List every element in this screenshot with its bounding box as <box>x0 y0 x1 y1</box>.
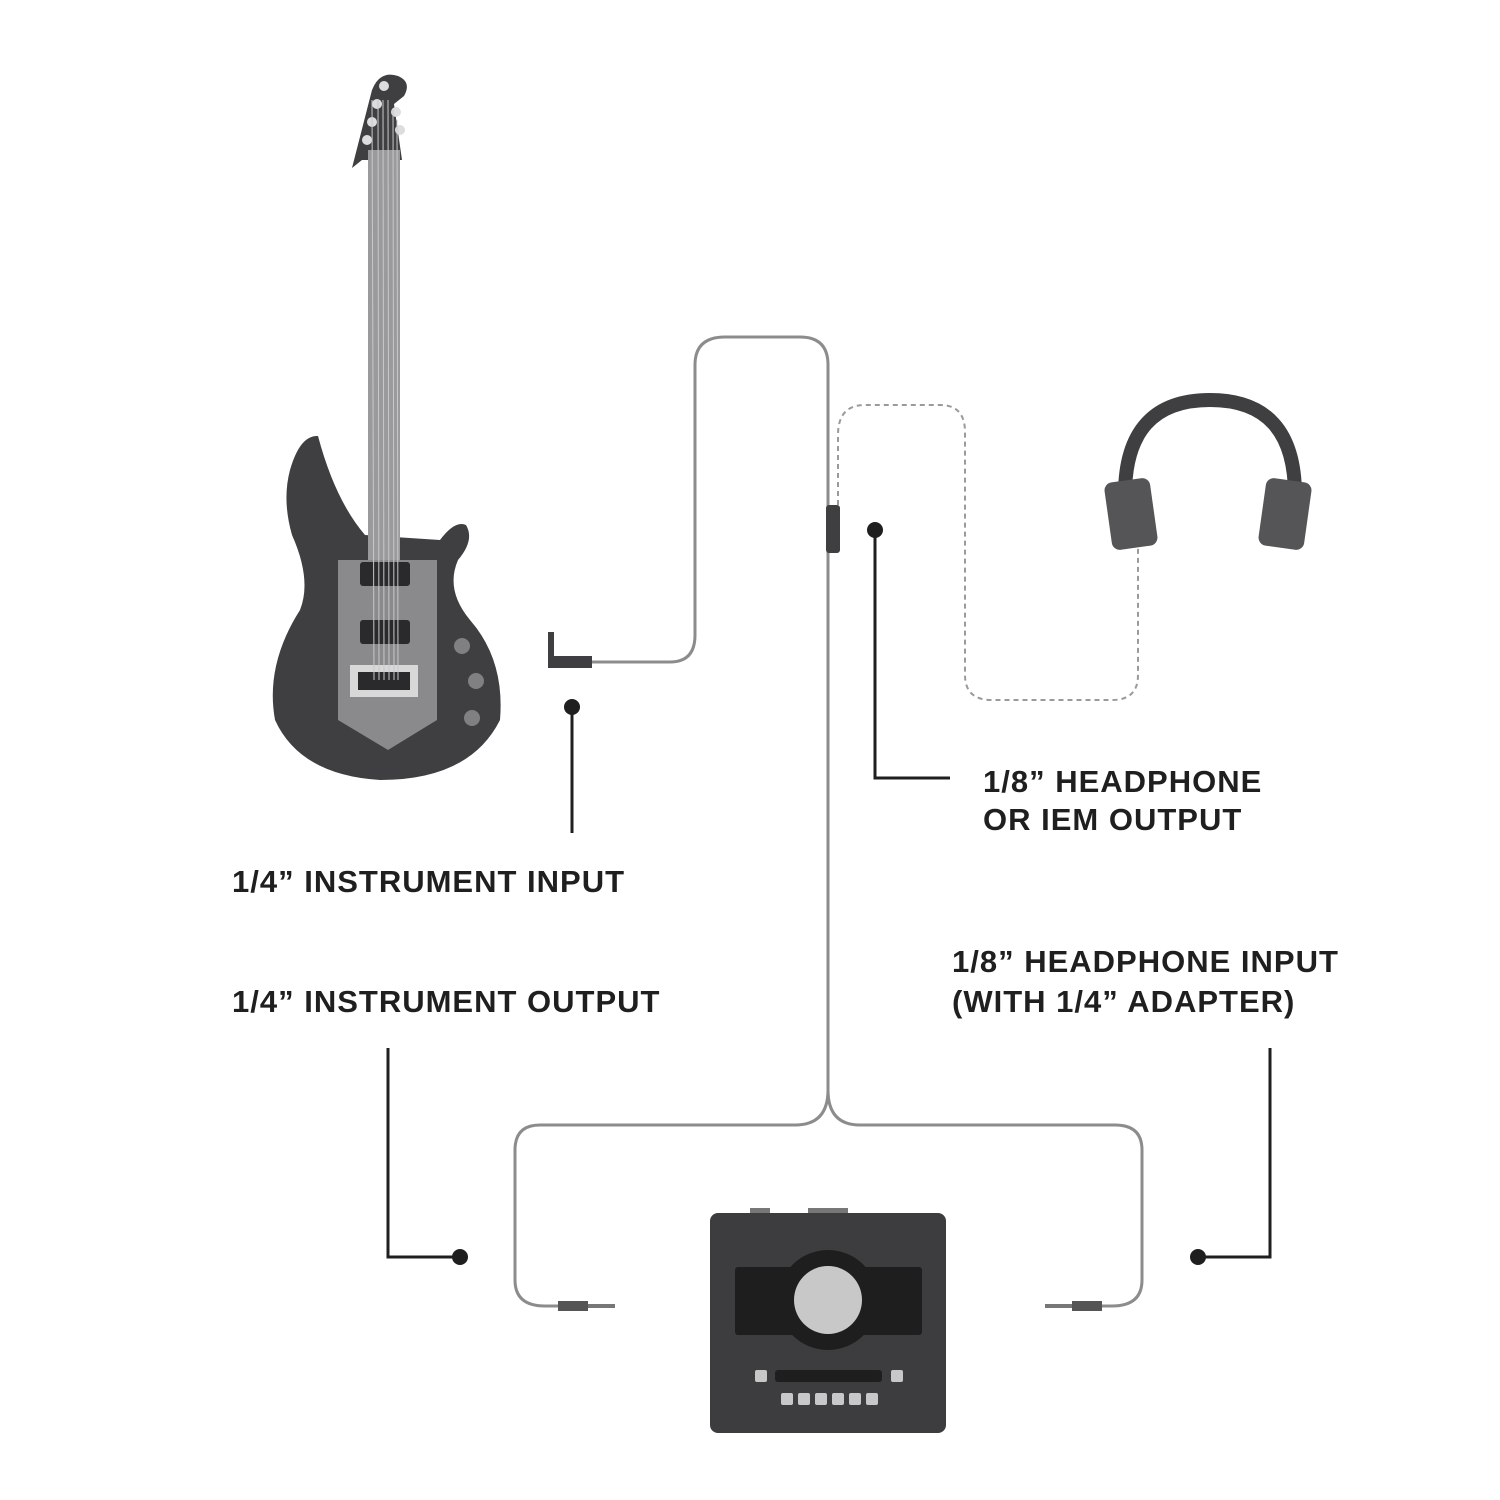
pointer-instrument-input <box>564 699 580 833</box>
pointer-headphone-output <box>867 522 950 780</box>
straight-plug-left-icon <box>558 1301 615 1311</box>
label-instrument-output: 1/4” INSTRUMENT OUTPUT <box>232 984 660 1019</box>
label-instrument-input: 1/4” INSTRUMENT INPUT <box>232 864 625 899</box>
headphones-icon <box>1104 392 1312 550</box>
label-headphone-output-line2: OR IEM OUTPUT <box>983 802 1242 837</box>
label-headphone-output-line1: 1/8” HEADPHONE <box>983 764 1262 799</box>
right-angle-plug-icon <box>548 632 592 668</box>
pointer-instrument-output <box>386 1048 468 1265</box>
headphone-cable <box>837 404 1139 701</box>
label-headphone-input-line1: 1/8” HEADPHONE INPUT <box>952 944 1339 979</box>
electric-guitar-icon <box>272 74 501 780</box>
label-headphone-input-line2: (WITH 1/4” ADAPTER) <box>952 984 1295 1019</box>
audio-interface-icon <box>710 1208 946 1433</box>
instrument-cable <box>513 335 1144 1308</box>
headphone-jack-plug-icon <box>826 505 840 553</box>
straight-plug-right-icon <box>1045 1301 1102 1311</box>
pointer-headphone-input <box>1190 1048 1272 1265</box>
